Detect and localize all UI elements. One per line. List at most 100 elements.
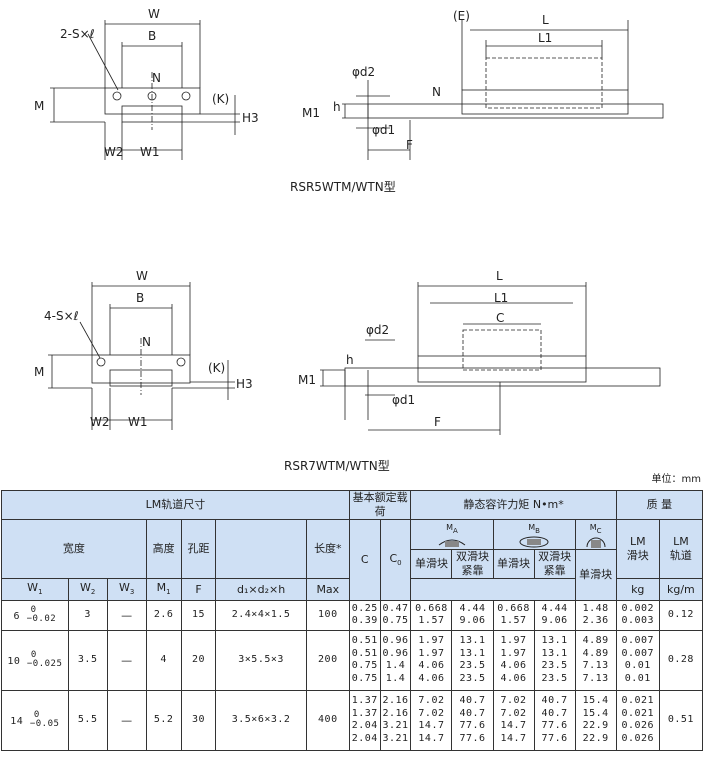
cell-width: 14 0−0.05 — [1, 689, 69, 751]
dim-L1-1: L1 — [538, 31, 552, 45]
cell-max: 100 — [305, 599, 350, 631]
sym-W1: W1 — [1, 577, 69, 601]
group-load: 基本额定载荷 — [348, 490, 412, 520]
dim-B-2: B — [136, 291, 144, 305]
group-moment: 静态容许力矩 N•m* — [410, 490, 617, 520]
front-view-1 — [50, 20, 240, 160]
dim-K-1: (K) — [212, 92, 229, 106]
cell-dims: 3×5.5×3 — [215, 629, 307, 691]
sym-max: Max — [305, 577, 350, 601]
side-view-2 — [320, 282, 661, 435]
cell-w2: 5.5 — [67, 689, 108, 751]
dim-M1-1: M1 — [302, 106, 320, 120]
side-view-1 — [342, 20, 664, 160]
hdr-ma-double: 双滑块紧靠 — [451, 549, 494, 579]
cell-max: 400 — [305, 689, 350, 751]
cell-w3: — — [106, 689, 147, 751]
cell-dims: 3.5×6×3.2 — [215, 689, 307, 751]
dim-L1-2: L1 — [494, 291, 508, 305]
caption-rsr5: RSR5WTM/WTN型 — [290, 180, 396, 194]
dim-N-2: N — [142, 335, 151, 349]
hdr-height: 高度 — [145, 518, 182, 579]
dim-M-1: M — [34, 99, 44, 113]
dim-M1-2: M1 — [298, 373, 316, 387]
sym-kg: kg — [615, 577, 660, 601]
cell-f: 30 — [180, 689, 217, 751]
technical-drawings: W B 2-S×ℓ N M (K) H3 W2 W1 (E) L L1 φd2 … — [34, 7, 664, 473]
hdr-mc-single: 单滑块 — [574, 549, 617, 601]
hdr-mb-single: 单滑块 — [492, 549, 535, 579]
hdr-pitch: 孔距 — [180, 518, 217, 579]
hdr-ma-single: 单滑块 — [410, 549, 453, 579]
cell-w3: — — [106, 629, 147, 691]
moment-c-icon — [586, 537, 606, 549]
spec-table: LM轨道尺寸 基本额定载荷 静态容许力矩 N•m* 质 量 宽度 高度 孔距 长… — [1, 490, 704, 751]
cell-width: 10 0−0.025 — [1, 629, 69, 691]
cell-w2: 3.5 — [67, 629, 108, 691]
cell-max: 200 — [305, 629, 350, 691]
hdr-C: C — [348, 518, 381, 601]
sym-W2: W2 — [67, 577, 108, 601]
dim-E-1: (E) — [453, 9, 470, 23]
group-mass: 质 量 — [615, 490, 704, 520]
dim-H3-1: H3 — [242, 111, 259, 125]
front-view-2 — [48, 282, 235, 430]
sym-blank-moment — [410, 577, 576, 601]
moment-b-icon — [519, 536, 549, 548]
hdr-lm-rail: LM 轨道 — [658, 518, 704, 579]
dim-L-1: L — [542, 13, 549, 27]
sym-M1: M1 — [145, 577, 182, 601]
cell-m1: 5.2 — [145, 689, 182, 751]
dim-d1-1: φd1 — [372, 123, 395, 137]
cell-m1: 4 — [145, 629, 182, 691]
dim-W1-2: W1 — [128, 415, 148, 429]
dim-C-2: C — [496, 311, 504, 325]
dim-W-2: W — [136, 269, 148, 283]
group-rail: LM轨道尺寸 — [1, 490, 350, 520]
drawings-svg: W B 2-S×ℓ N M (K) H3 W2 W1 (E) L L1 φd2 … — [34, 7, 664, 435]
cell-dims: 2.4×4×1.5 — [215, 599, 307, 631]
dim-B-1: B — [148, 29, 156, 43]
hdr-dims-blank — [215, 518, 307, 579]
dim-W2-2: W2 — [90, 415, 110, 429]
dim-S-1: 2-S×ℓ — [60, 27, 95, 41]
hdr-width: 宽度 — [1, 518, 147, 579]
unit-label: 单位：mm — [651, 474, 701, 485]
sym-F: F — [180, 577, 217, 601]
cell-f: 15 — [180, 599, 217, 631]
dim-d2-2: φd2 — [366, 323, 389, 337]
dim-M-2: M — [34, 365, 44, 379]
cell-width: 6 0−0.02 — [1, 599, 69, 631]
sym-kgm: kg/m — [658, 577, 704, 601]
cell-m1: 2.6 — [145, 599, 182, 631]
dim-h-1: h — [333, 100, 341, 114]
dim-W-1: W — [148, 7, 160, 21]
dim-d1-2: φd1 — [392, 393, 415, 407]
dim-F-1: F — [406, 138, 413, 152]
hdr-C0: C0 — [379, 518, 412, 601]
hdr-MB: MB — [492, 518, 576, 551]
dim-H3-2: H3 — [236, 377, 253, 391]
sym-dims: d₁×d₂×h — [215, 577, 307, 601]
sym-W3: W3 — [106, 577, 147, 601]
cell-kgm: 0.51 — [658, 689, 704, 751]
